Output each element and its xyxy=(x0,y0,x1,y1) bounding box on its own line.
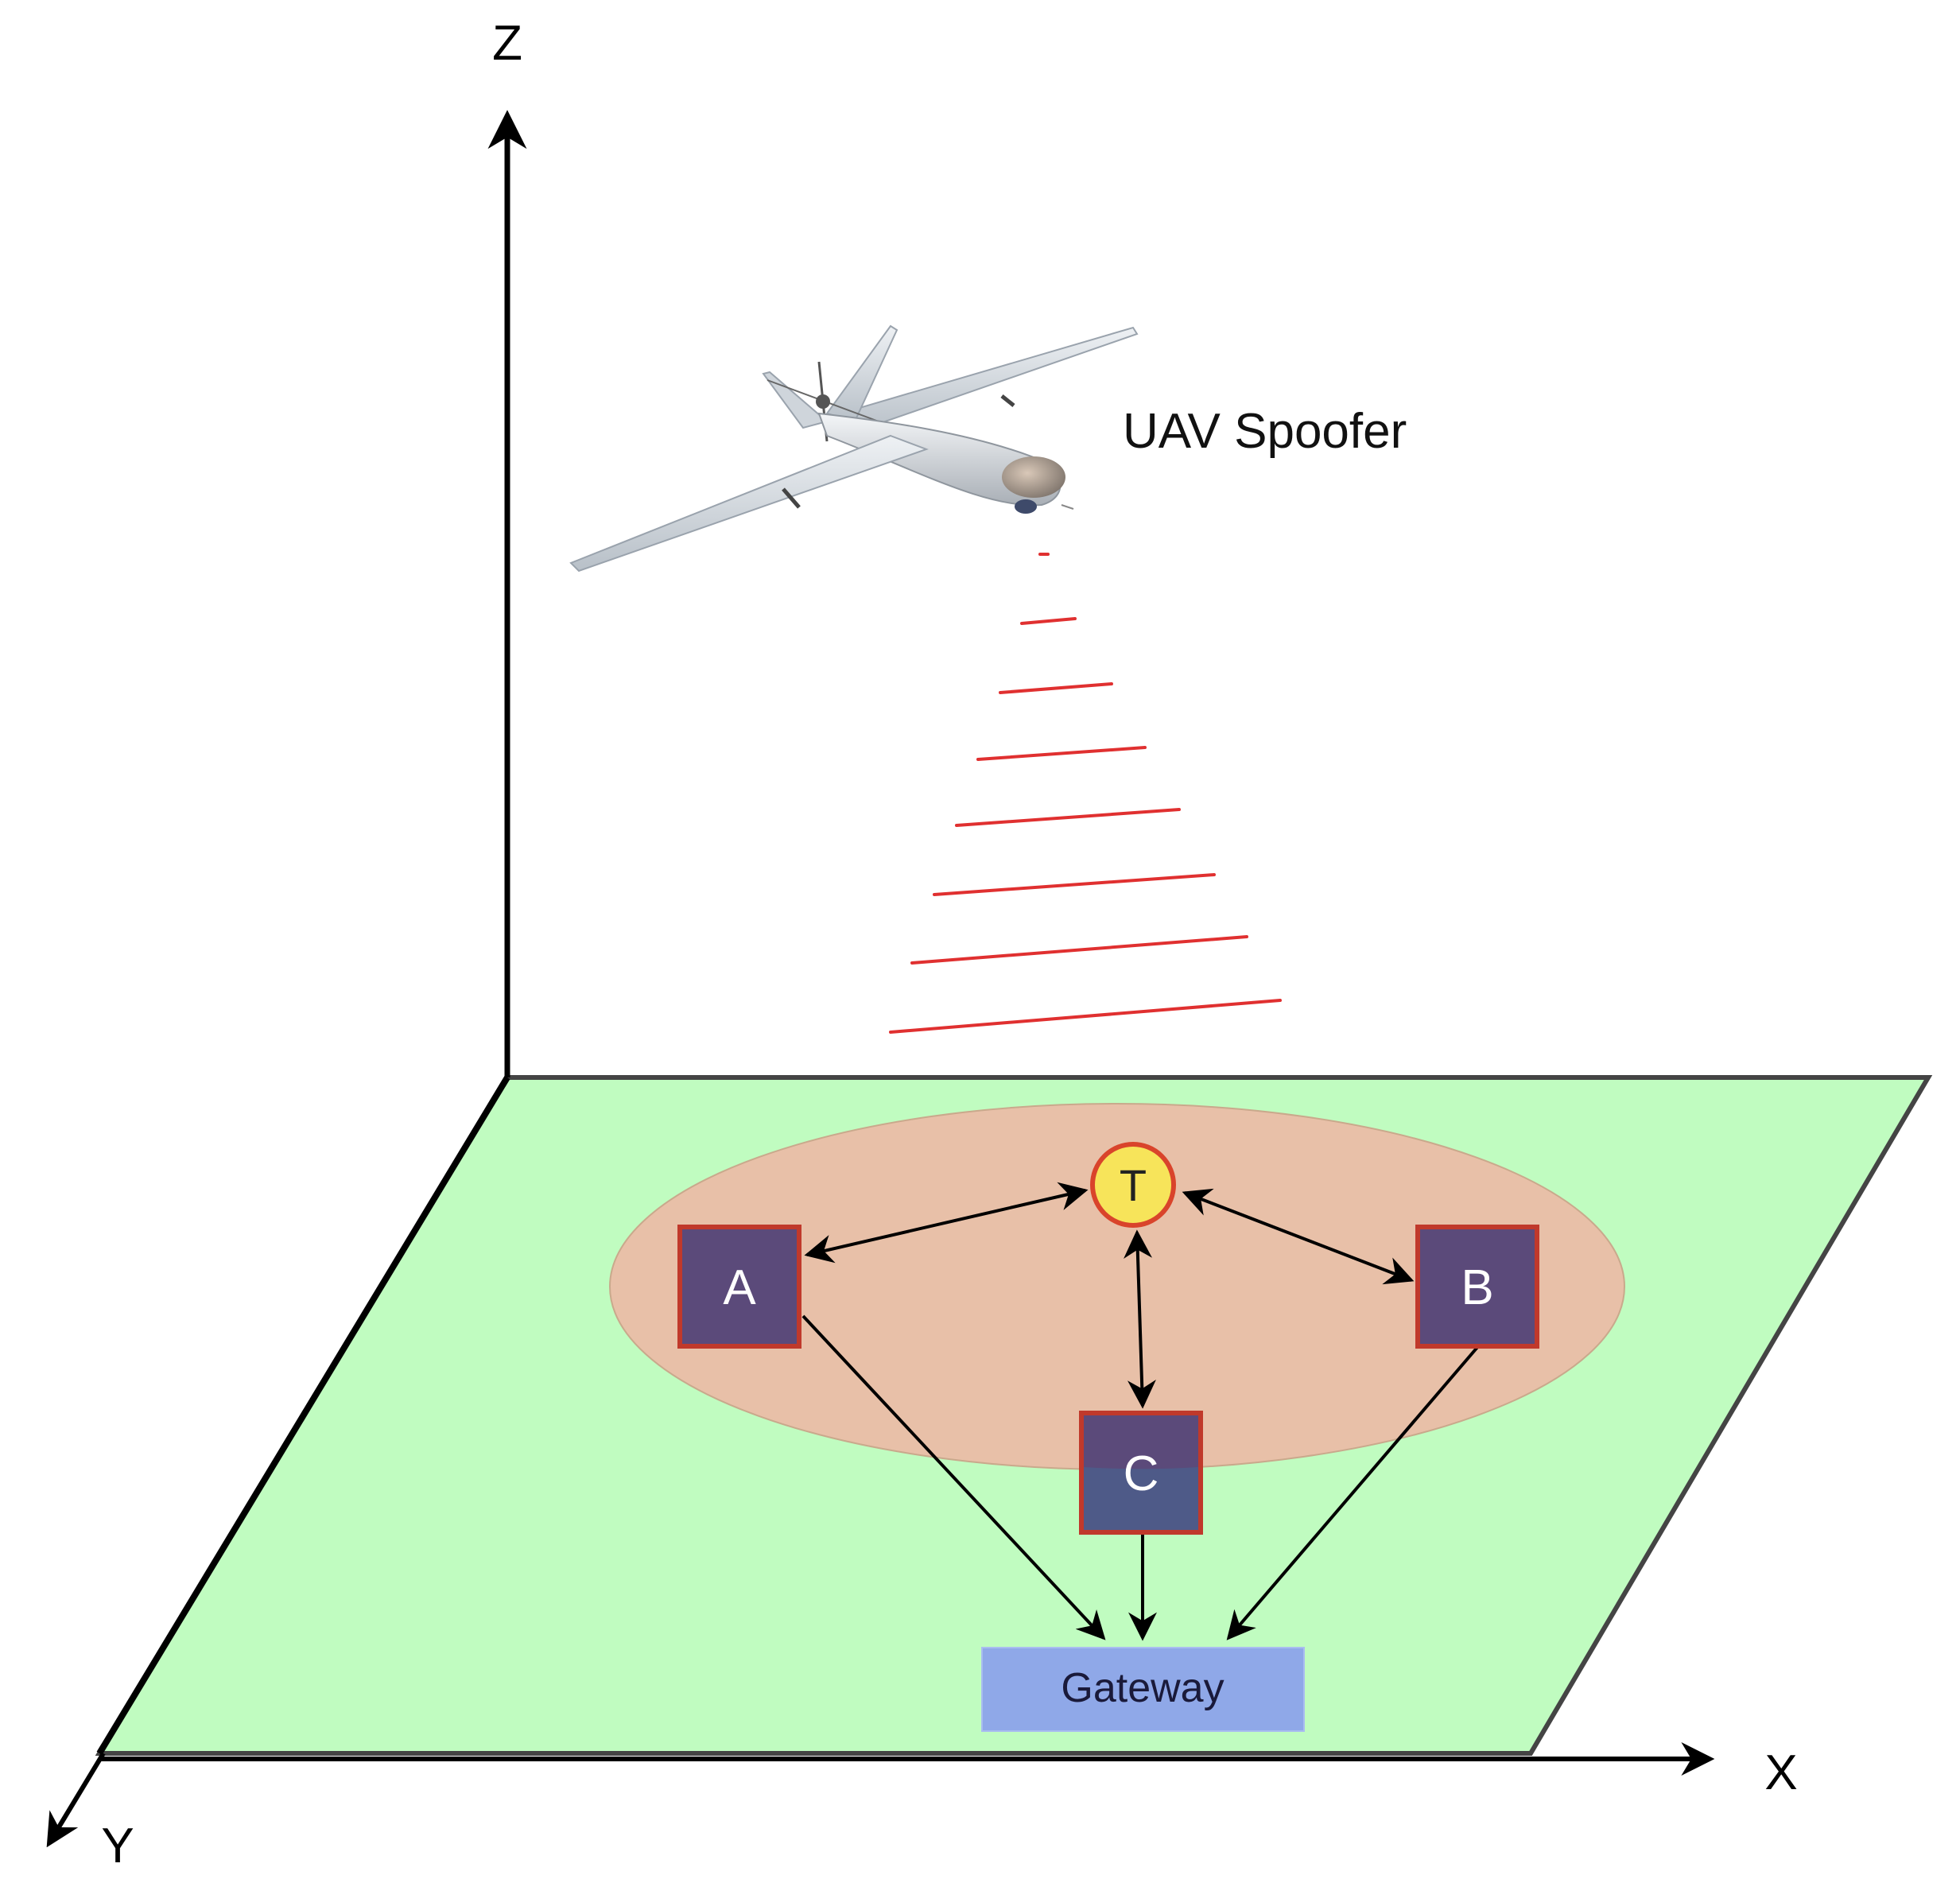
link-t-b xyxy=(1182,1188,1415,1285)
gateway: Gateway xyxy=(981,1647,1305,1732)
link-t-c xyxy=(1124,1229,1156,1409)
z-axis-label: Z xyxy=(492,16,522,71)
node-c: C xyxy=(1079,1411,1203,1535)
node-a-label: A xyxy=(723,1260,756,1315)
link-b-gateway xyxy=(1226,1344,1481,1640)
spoofing-signal xyxy=(889,553,1282,1034)
uav-drone xyxy=(569,324,1139,573)
link-a-t xyxy=(804,1182,1089,1264)
ground-plane-left-edge xyxy=(96,1075,510,1756)
node-a: A xyxy=(677,1225,801,1349)
node-b: B xyxy=(1415,1225,1539,1349)
link-a-gateway xyxy=(801,1314,1106,1640)
node-links xyxy=(801,1182,1481,1641)
signal-wave xyxy=(999,682,1113,694)
target-t-label: T xyxy=(1120,1160,1147,1210)
signal-wave xyxy=(910,935,1248,965)
y-axis-label: Y xyxy=(101,1819,134,1873)
signal-wave xyxy=(976,746,1147,761)
target-t: T xyxy=(1090,1142,1176,1228)
gateway-label: Gateway xyxy=(1061,1665,1224,1711)
signal-wave xyxy=(955,808,1181,827)
signal-wave xyxy=(889,999,1282,1034)
x-axis-label: X xyxy=(1764,1745,1797,1800)
node-b-label: B xyxy=(1461,1260,1493,1315)
uav-spoofer-label: UAV Spoofer xyxy=(1123,404,1407,459)
node-c-label: C xyxy=(1124,1446,1159,1501)
y-axis xyxy=(46,1752,106,1848)
signal-wave xyxy=(1020,617,1077,625)
signal-wave xyxy=(933,873,1216,896)
